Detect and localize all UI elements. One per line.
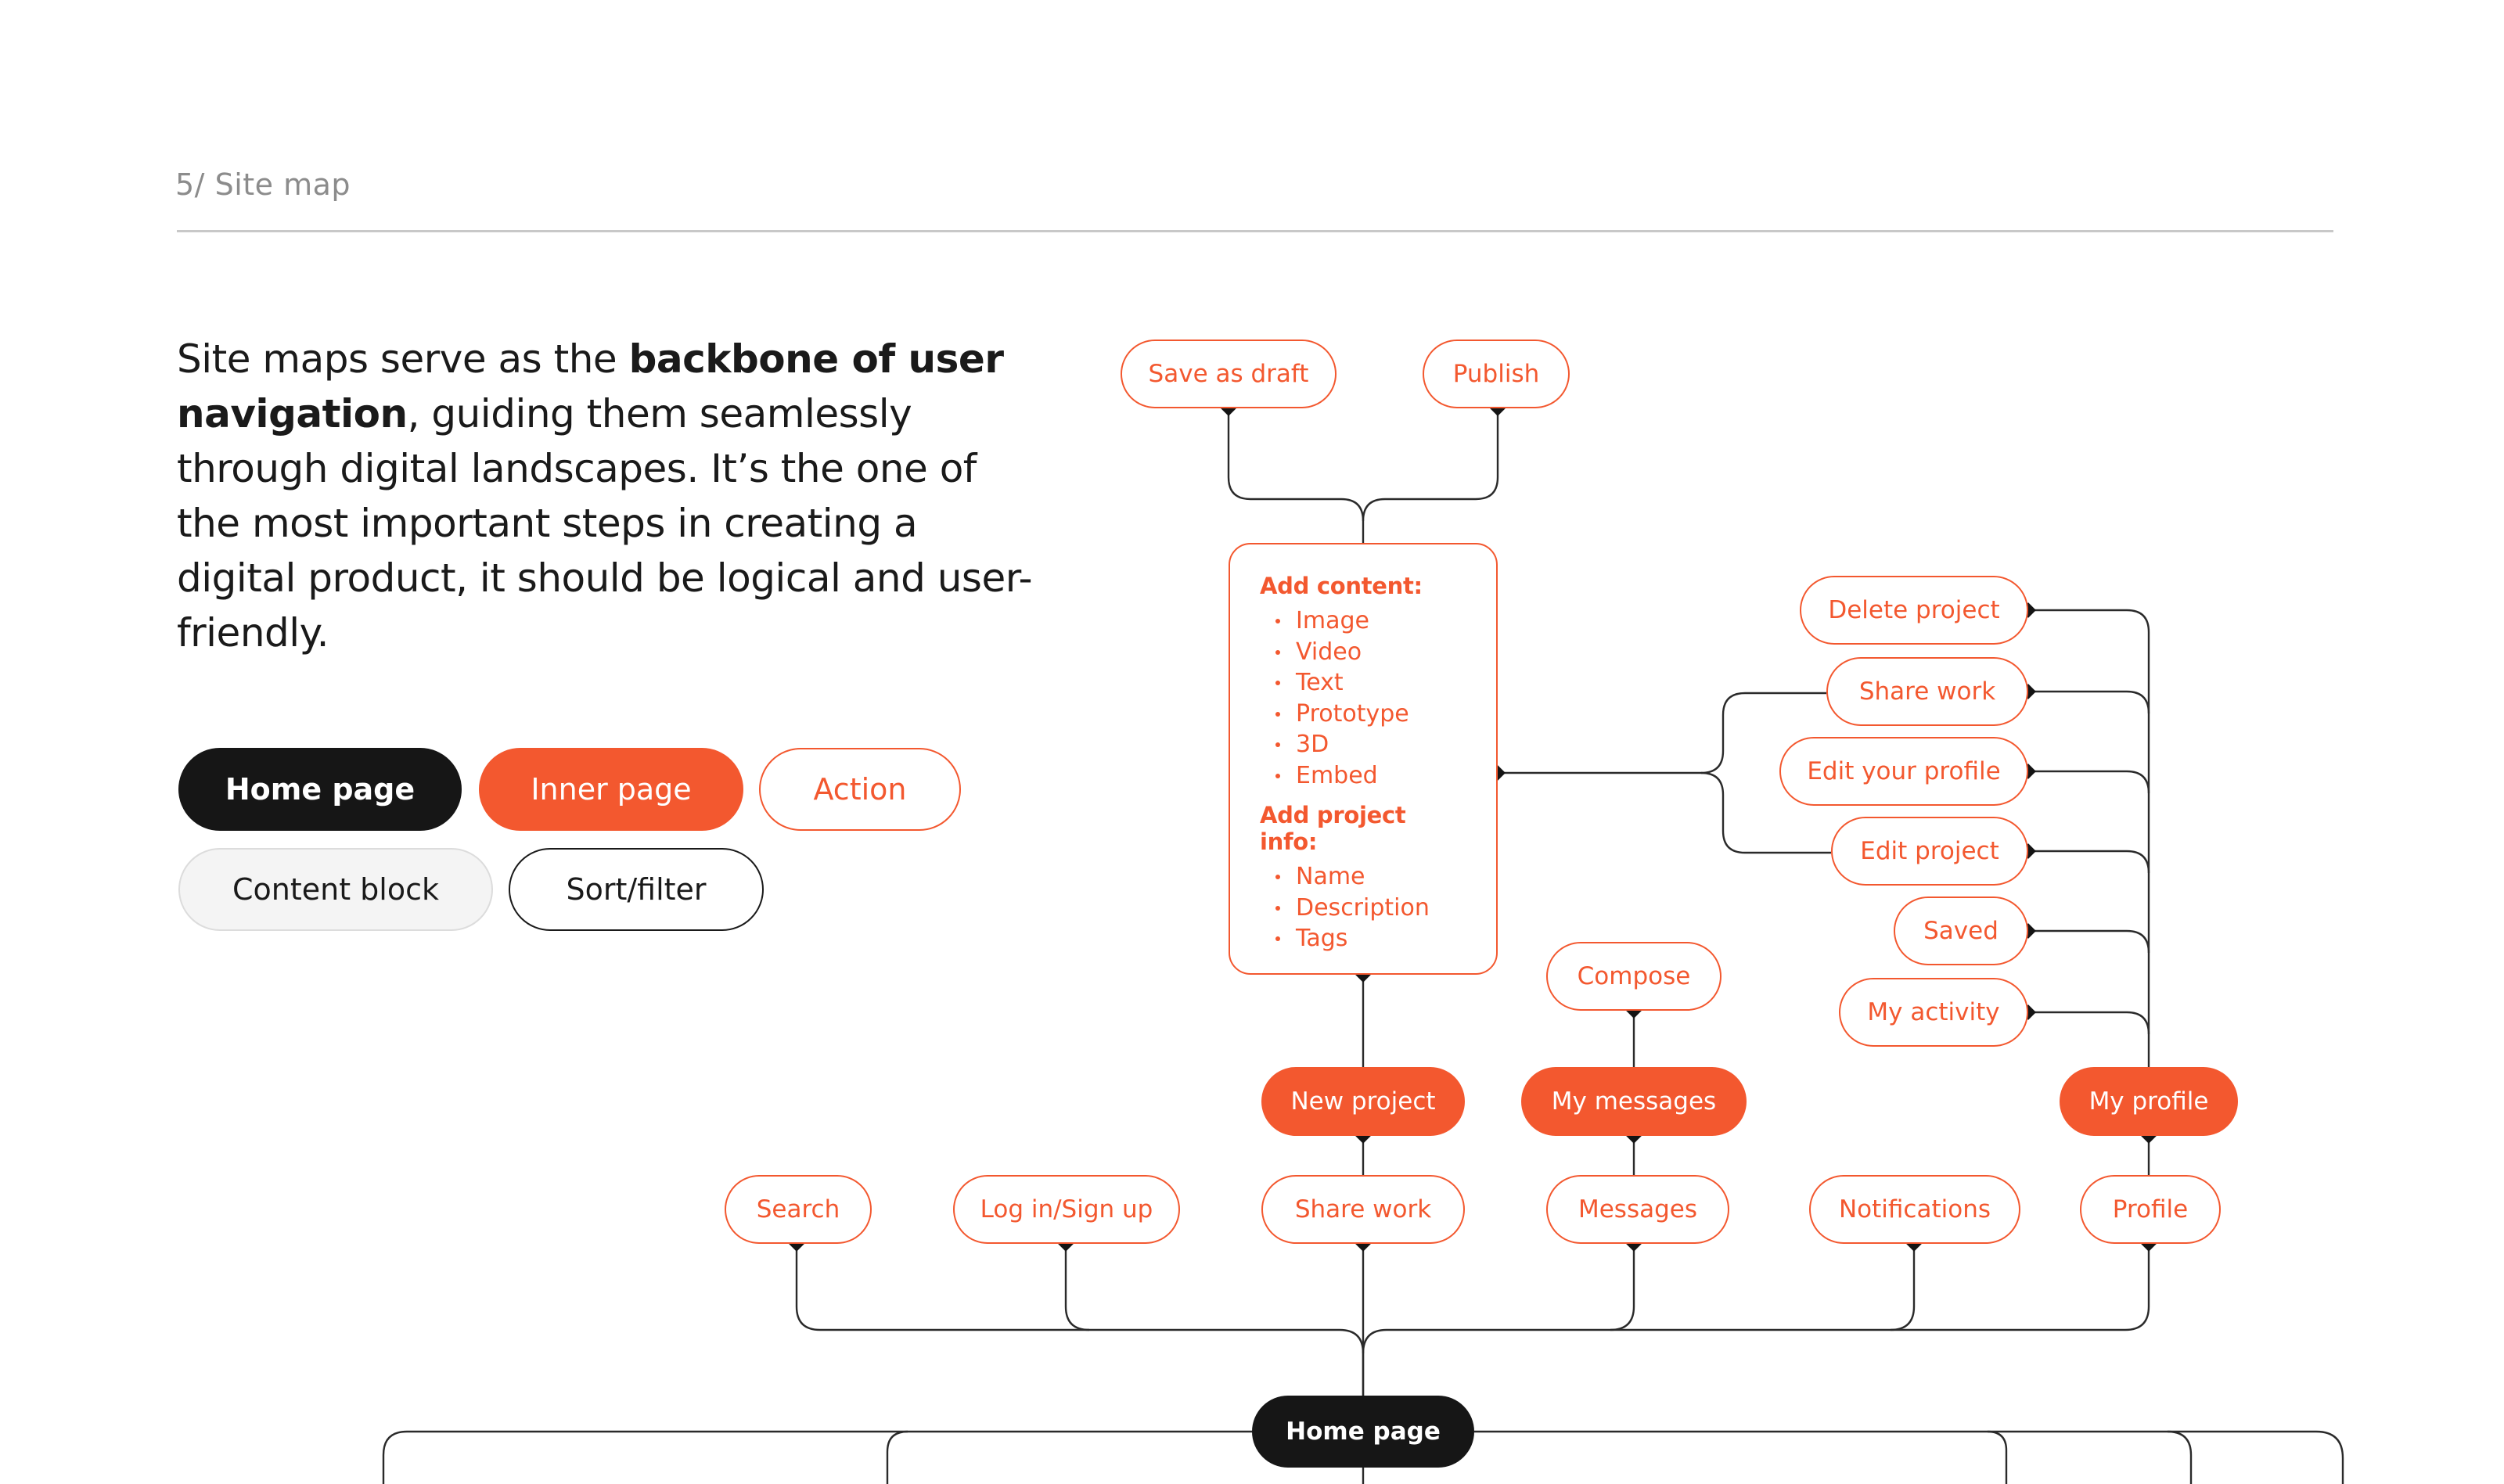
- content-block-add-project: Add content: Image Video Text Prototype …: [1229, 543, 1498, 975]
- card-item-video: Video: [1275, 637, 1468, 668]
- edge-myprofile-delete: [2028, 609, 2150, 1067]
- card-item-description: Description: [1275, 893, 1468, 924]
- edge-myprofile-editproject: [2028, 850, 2150, 874]
- legend-inner-page: Inner page: [479, 748, 743, 831]
- edge-myprofile-saved: [2028, 929, 2150, 954]
- edge-search-home: [795, 1244, 1365, 1396]
- intro-paragraph: Site maps serve as the backbone of user …: [177, 332, 1038, 660]
- edge-home-branch-2: [886, 1430, 908, 1484]
- node-save-as-draft: Save as draft: [1121, 340, 1337, 408]
- node-profile: Profile: [2080, 1175, 2221, 1244]
- node-share-work: Share work: [1261, 1175, 1465, 1244]
- card-item-image: Image: [1275, 605, 1468, 637]
- node-card-share-work: Share work: [1826, 657, 2028, 726]
- node-login-signup: Log in/Sign up: [953, 1175, 1180, 1244]
- edge-profile-home: [1891, 1244, 2150, 1331]
- edge-home-branch-right: [1474, 1430, 2344, 1484]
- node-my-activity: My activity: [1839, 978, 2028, 1047]
- legend-sort-filter: Sort/filter: [509, 848, 764, 931]
- section-title: Site map: [214, 167, 351, 202]
- section-heading: 5/ Site map: [175, 167, 351, 202]
- edge-messages-home: [1362, 1244, 1635, 1354]
- legend-home-page: Home page: [178, 748, 462, 831]
- section-number: 5/: [175, 167, 205, 202]
- intro-emphasis: backbone of user navigation: [177, 336, 1004, 437]
- edge-myprofile-editprofile: [2028, 770, 2150, 794]
- intro-text-start: Site maps serve as the: [177, 336, 629, 382]
- card-item-prototype: Prototype: [1275, 699, 1468, 730]
- card-content-list: Image Video Text Prototype 3D Embed: [1260, 605, 1468, 791]
- edge-notifications-home: [1610, 1244, 1916, 1331]
- card-heading-content: Add content:: [1260, 573, 1423, 599]
- edge-home-branch-3: [1987, 1430, 2008, 1484]
- card-info-list: Name Description Tags: [1260, 861, 1468, 954]
- card-item-text: Text: [1275, 667, 1468, 699]
- edge-card-savedraft: [1227, 408, 1365, 543]
- edge-login-home: [1064, 1244, 1090, 1331]
- node-edit-your-profile: Edit your profile: [1779, 737, 2028, 806]
- edge-home-branch-left: [382, 1430, 1252, 1484]
- edge-home-branch-4: [2167, 1430, 2193, 1484]
- node-delete-project: Delete project: [1800, 576, 2028, 645]
- edge-card-editproject: [1700, 771, 1831, 854]
- edge-myprofile-sharework: [2028, 690, 2150, 714]
- node-card-edit-project: Edit project: [1831, 817, 2028, 886]
- edge-card-sharework: [1498, 692, 1826, 774]
- legend-content-block: Content block: [178, 848, 493, 931]
- card-heading-info: Add project info:: [1260, 802, 1406, 855]
- node-saved: Saved: [1894, 897, 2028, 965]
- intro-text-end: , guiding them seamlessly through digita…: [177, 391, 1033, 656]
- node-search: Search: [725, 1175, 872, 1244]
- edge-myprofile-activity: [2028, 1011, 2150, 1035]
- card-item-3d: 3D: [1275, 729, 1468, 760]
- header-divider: [177, 230, 2333, 232]
- edge-card-publish: [1362, 408, 1499, 522]
- card-item-tags: Tags: [1275, 923, 1468, 954]
- node-notifications: Notifications: [1809, 1175, 2020, 1244]
- legend-action: Action: [759, 748, 961, 831]
- node-my-messages: My messages: [1521, 1067, 1747, 1136]
- node-publish: Publish: [1423, 340, 1570, 408]
- node-my-profile: My profile: [2060, 1067, 2238, 1136]
- node-messages: Messages: [1546, 1175, 1729, 1244]
- card-item-name: Name: [1275, 861, 1468, 893]
- card-item-embed: Embed: [1275, 760, 1468, 792]
- node-home-page: Home page: [1252, 1396, 1474, 1468]
- node-new-project: New project: [1261, 1067, 1465, 1136]
- node-compose: Compose: [1546, 942, 1722, 1011]
